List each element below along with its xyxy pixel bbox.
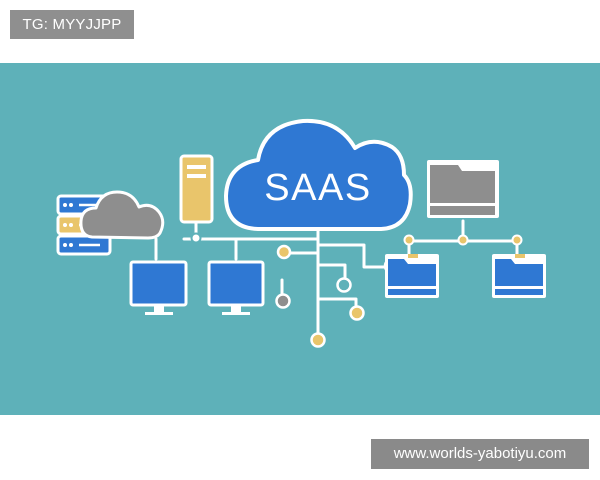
saas-cloud-shape: [224, 118, 413, 231]
connector-node: [275, 293, 291, 309]
connector-node: [349, 305, 365, 321]
saas-diagram-panel: SAAS: [0, 63, 600, 415]
connector-node: [511, 234, 523, 246]
folder-icon: [492, 254, 546, 298]
connector-node: [190, 232, 202, 244]
connector-node: [276, 244, 292, 260]
saas-diagram: SAAS: [0, 63, 600, 415]
monitor-icon: [129, 260, 188, 315]
saas-label: SAAS: [264, 167, 371, 209]
connector-node: [336, 277, 352, 293]
right-lower-branch-line: [316, 243, 392, 269]
connector-node: [310, 332, 326, 348]
connector-node: [457, 234, 469, 246]
bottom-watermark-tag: www.worlds-yabotiyu.com: [371, 439, 589, 469]
tower-server-icon: [179, 154, 214, 224]
monitor-icon: [207, 260, 265, 315]
saas-cloud: SAAS: [224, 118, 413, 231]
connector-node: [403, 234, 415, 246]
top-watermark-tag: TG: MYYJJPP: [10, 10, 134, 39]
folder-icon: [427, 160, 499, 218]
folder-icon: [385, 254, 439, 298]
cloud-gray-icon: [79, 190, 165, 240]
